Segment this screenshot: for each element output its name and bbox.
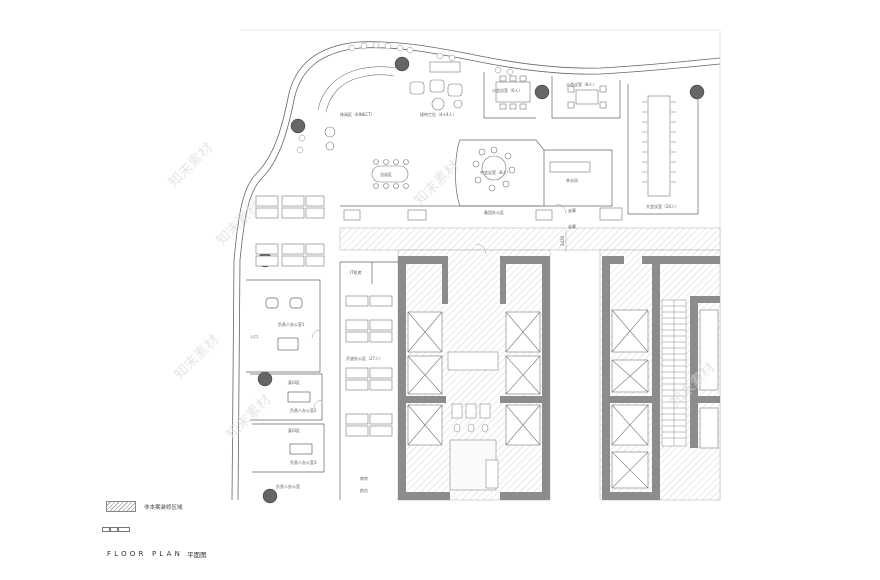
lounge-furniture [317, 61, 463, 151]
hatch-legend: 非本案装修区域 [106, 501, 183, 512]
door-swings [311, 203, 567, 409]
elevator-shafts [407, 309, 719, 489]
label-open-office: 开放办公区（27人） [346, 355, 383, 361]
label-entry: 入口 [250, 334, 258, 339]
label-mgr-office-2: 负责人办公室2 [290, 407, 317, 413]
label-corridor-b: 走廊 [568, 223, 576, 229]
watermark-text: 知末素材 [213, 197, 265, 249]
watermark-text: 知末素材 [171, 331, 223, 383]
label-kinect: 休闲区（KINECT） [340, 111, 375, 117]
label-small-meeting-2: 小会议室（8人） [566, 81, 597, 87]
label-mgr-office-3: 负责人办公室3 [290, 459, 317, 465]
reception-desk [343, 207, 623, 221]
meeting-room-walls [340, 72, 699, 215]
staircase [661, 299, 687, 447]
restroom-fixtures [447, 351, 499, 491]
watermark-text: 知末素材 [223, 391, 275, 443]
watermark-text: 知末素材 [411, 157, 463, 209]
dimension-value: 2420 [560, 235, 565, 246]
scale-bar [102, 527, 130, 533]
exterior-curtain-wall [231, 41, 721, 501]
plan-title-en: FLOOR PLAN [107, 550, 184, 558]
meeting-tables [371, 75, 676, 197]
hatch-swatch [106, 501, 136, 512]
watermark-text: 知末素材 [165, 139, 217, 191]
label-lounge: 洽谈区 [380, 171, 392, 177]
label-storage: 库房 [360, 475, 368, 481]
label-mgr-office-4: 负责人办公室 [276, 483, 300, 489]
label-it-room: IT机房 [350, 269, 362, 275]
room-labels: 休闲区（KINECT） 接待工位（4+4人） 小会议室（6人） 小会议室（8人）… [250, 81, 679, 493]
label-mgr-office-1: 负责人办公室1 [278, 321, 305, 327]
plan-title: FLOOR PLAN 平面图 [107, 549, 207, 559]
label-big-meeting: 大会议室（20人） [646, 203, 679, 209]
plan-title-cn: 平面图 [187, 551, 207, 559]
label-front: 前台 [360, 487, 368, 493]
label-mid-meeting: 中会议室（8人） [480, 169, 511, 175]
label-print-a: 复印区 [288, 379, 300, 385]
label-print-b: 复印区 [288, 427, 300, 433]
legend-label: 非本案装修区域 [144, 504, 183, 511]
label-corridor-a: 走廊 [568, 207, 576, 213]
manager-offices [246, 261, 398, 500]
facade-planters [296, 41, 514, 154]
label-tea: 茶水间 [566, 177, 578, 183]
label-office-area: 备用办公区 [484, 209, 504, 215]
label-small-meeting-1: 小会议室（6人） [492, 87, 523, 93]
core-walls [398, 256, 720, 500]
open-office-desks [255, 195, 393, 437]
label-reception-work: 接待工位（4+4人） [420, 111, 456, 117]
